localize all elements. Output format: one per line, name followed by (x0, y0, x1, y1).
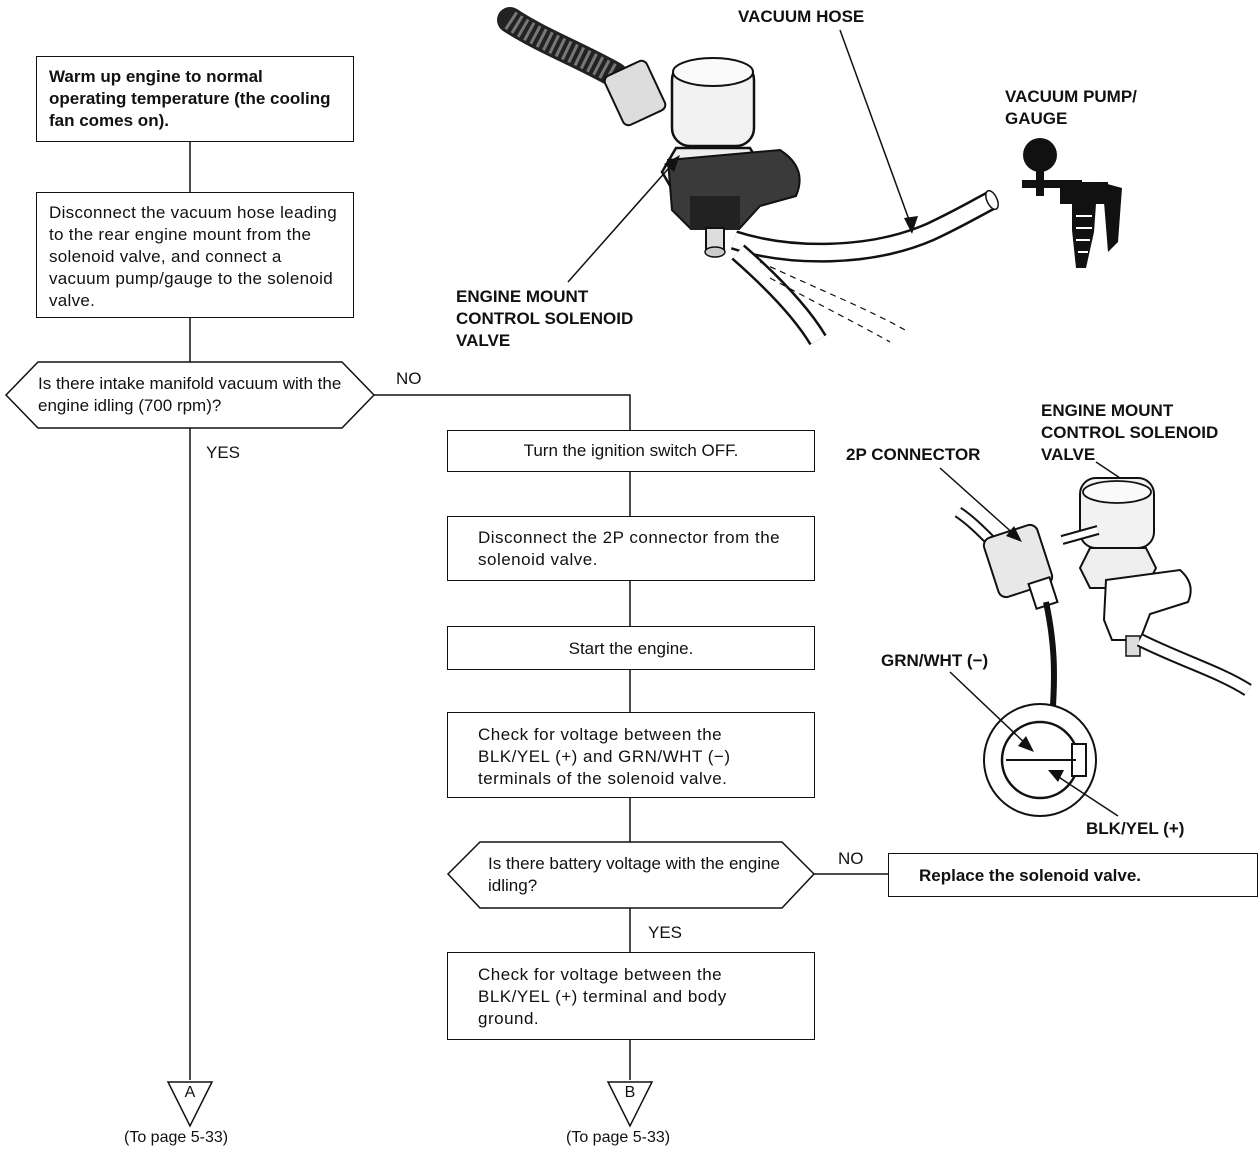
step-check-voltage-terminals: Check for voltage between the BLK/YEL (+… (447, 712, 815, 798)
callout-vacuum-pump-gauge: VACUUM PUMP/ GAUGE (1005, 87, 1137, 128)
decision-battery-no: NO (838, 849, 864, 868)
step-disconnect-2p: Disconnect the 2P connector from the sol… (447, 516, 815, 581)
step-check-voltage-terminals-text: Check for voltage between the BLK/YEL (+… (478, 725, 731, 788)
decision-vacuum-text: Is there intake manifold vacuum with the… (38, 373, 348, 417)
connector-illustration (954, 477, 1252, 817)
callout-grn-wht-terminal: GRN/WHT (−) (881, 651, 989, 670)
callout-leaders-top (567, 29, 913, 283)
vacuum-pump-gauge-illustration (1022, 138, 1122, 268)
step-disconnect-vacuum-hose: Disconnect the vacuum hose leading to th… (36, 192, 354, 318)
decision-battery-voltage-text: Is there battery voltage with the engine… (488, 853, 788, 897)
connector-a-triangle (166, 1081, 214, 1128)
solenoid-valve-illustration-top (497, 7, 999, 346)
decision-vacuum-shape (4, 361, 376, 429)
connector-b-letter: B (624, 1084, 636, 1101)
step-replace-solenoid: Replace the solenoid valve. (888, 853, 1258, 897)
step-check-voltage-ground: Check for voltage between the BLK/YEL (+… (447, 952, 815, 1040)
step-disconnect-vacuum-hose-text: Disconnect the vacuum hose leading to th… (49, 203, 338, 310)
decision-vacuum-no: NO (396, 369, 422, 388)
reference-b: (To page 5-33) (566, 1129, 671, 1146)
step-check-voltage-ground-text: Check for voltage between the BLK/YEL (+… (478, 965, 727, 1028)
step-ignition-off-text: Turn the ignition switch OFF. (523, 441, 739, 460)
decision-battery-voltage-label: Is there battery voltage with the engine… (488, 854, 781, 895)
callout-leaders-right (939, 461, 1121, 817)
step-ignition-off: Turn the ignition switch OFF. (447, 430, 815, 472)
decision-vacuum-label: Is there intake manifold vacuum with the… (38, 374, 342, 415)
callout-blk-yel-terminal: BLK/YEL (+) (1086, 819, 1185, 838)
step-warm-up-engine-text: Warm up engine to normal operating tempe… (49, 67, 331, 130)
flow-lines (189, 140, 890, 1080)
step-start-engine: Start the engine. (447, 626, 815, 670)
callout-vacuum-hose: VACUUM HOSE (738, 7, 865, 26)
step-warm-up-engine: Warm up engine to normal operating tempe… (36, 56, 354, 142)
connector-b-triangle (606, 1081, 654, 1128)
step-disconnect-2p-text: Disconnect the 2P connector from the sol… (478, 528, 781, 569)
step-replace-solenoid-text: Replace the solenoid valve. (919, 866, 1142, 885)
callout-solenoid-valve-top: ENGINE MOUNT CONTROL SOLENOID VALVE (456, 287, 634, 350)
connector-a-letter: A (184, 1084, 196, 1101)
callout-2p-connector: 2P CONNECTOR (846, 445, 981, 464)
callout-solenoid-valve-right: ENGINE MOUNT CONTROL SOLENOID VALVE (1041, 401, 1219, 464)
reference-a: (To page 5-33) (124, 1129, 229, 1146)
decision-battery-yes: YES (648, 923, 683, 942)
step-start-engine-text: Start the engine. (568, 639, 694, 658)
decision-battery-voltage-shape (446, 841, 816, 909)
decision-vacuum-yes: YES (206, 443, 241, 462)
